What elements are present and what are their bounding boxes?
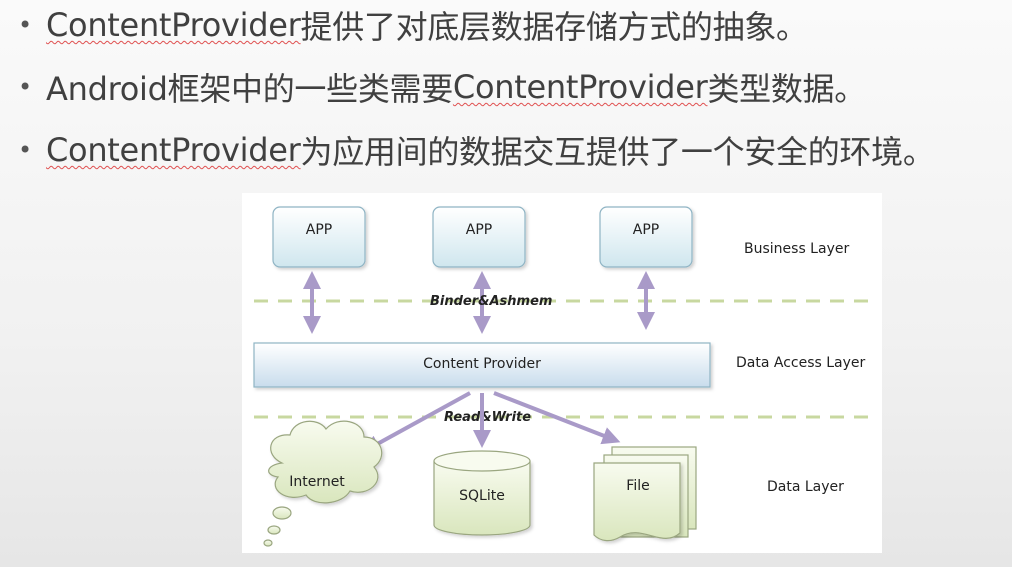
app-label: APP	[466, 222, 492, 238]
content-provider-label: Content Provider	[423, 356, 541, 372]
internet-cloud: Internet	[263, 420, 383, 547]
bullet-text: 提供了对底层数据存储方式的抽象。	[300, 8, 809, 46]
bullet-pre: Android框架中的一些类需要	[46, 70, 453, 108]
app-label: APP	[633, 222, 659, 238]
bullet-term: ContentProvider	[46, 131, 301, 169]
data-layer-label: Data Layer	[767, 479, 844, 495]
rw-label: Read&Write	[444, 410, 531, 425]
architecture-diagram: APP APP APP Business Layer Data Access L…	[242, 193, 882, 553]
bullet-dot: •	[18, 73, 32, 101]
app-label: APP	[306, 222, 332, 238]
rw-arrow-internet	[362, 391, 471, 453]
data-access-layer-label: Data Access Layer	[736, 355, 866, 371]
bullet-dot: •	[18, 136, 32, 164]
bullet-term: ContentProvider	[46, 6, 301, 44]
bullet-dot: •	[18, 11, 32, 39]
business-layer-label: Business Layer	[744, 241, 849, 257]
architecture-diagram-svg: APP APP APP Business Layer Data Access L…	[253, 206, 872, 547]
file-stack: File	[593, 446, 697, 542]
bullet-post: 类型数据。	[707, 70, 866, 108]
content-provider-box: Content Provider	[253, 342, 711, 388]
file-label: File	[626, 478, 649, 494]
binder-label: Binder&Ashmem	[430, 294, 552, 309]
internet-label: Internet	[289, 474, 345, 490]
rw-arrow-file	[493, 391, 621, 445]
sqlite-database: SQLite	[433, 450, 531, 536]
app-box-3: APP	[599, 206, 693, 268]
sqlite-label: SQLite	[459, 488, 505, 504]
bullet-text: 为应用间的数据交互提供了一个安全的环境。	[300, 133, 935, 171]
bullet-term: ContentProvider	[452, 68, 708, 106]
app-box-1: APP	[272, 206, 366, 268]
app-box-2: APP	[432, 206, 526, 268]
